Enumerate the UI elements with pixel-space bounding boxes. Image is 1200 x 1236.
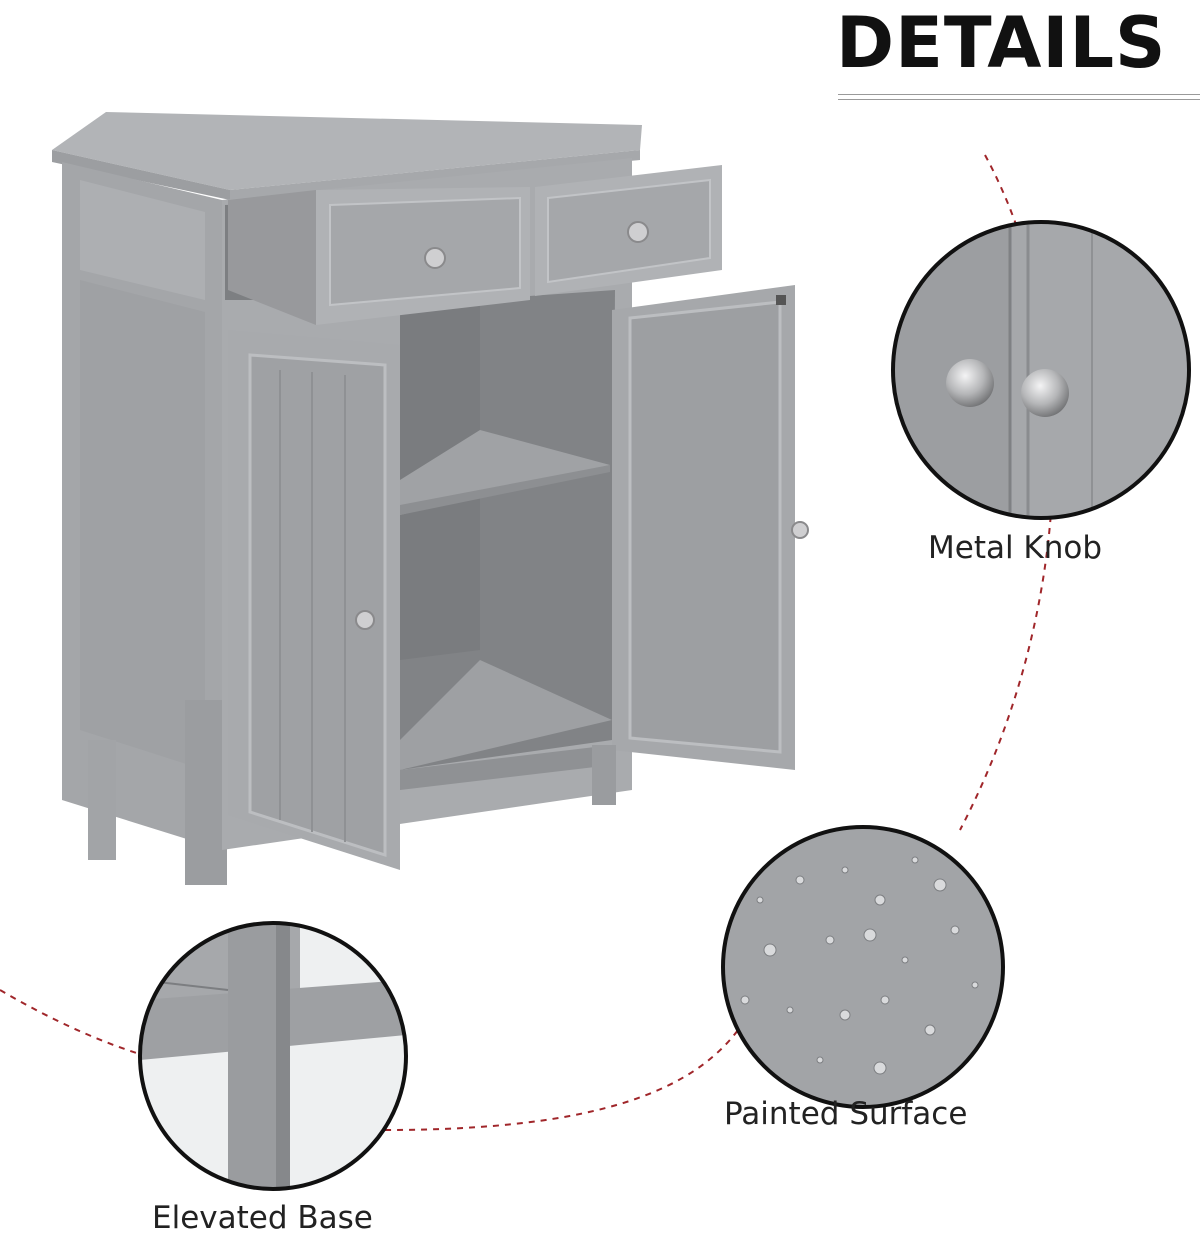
cabinet-illustration	[52, 112, 809, 885]
dashed-connector-bottom	[0, 989, 159, 1061]
knob-detail-circle	[891, 220, 1191, 520]
knob-closeup-right	[1021, 369, 1069, 417]
page-title: DETAILS	[836, 2, 1167, 84]
painted-surface-label: Painted Surface	[724, 1096, 968, 1132]
knob-closeup-left	[946, 359, 994, 407]
door-knob-right	[791, 521, 809, 539]
metal-knob-label: Metal Knob	[928, 530, 1103, 566]
title-underline	[838, 94, 1200, 100]
dashed-connector-middle	[384, 1019, 746, 1131]
drawer-knob-left	[424, 247, 446, 269]
drawer-knob-right	[627, 221, 649, 243]
door-knob-left	[355, 610, 375, 630]
elevated-base-label: Elevated Base	[152, 1200, 373, 1236]
base-detail-circle	[138, 921, 408, 1191]
surface-detail-circle	[721, 825, 1005, 1109]
